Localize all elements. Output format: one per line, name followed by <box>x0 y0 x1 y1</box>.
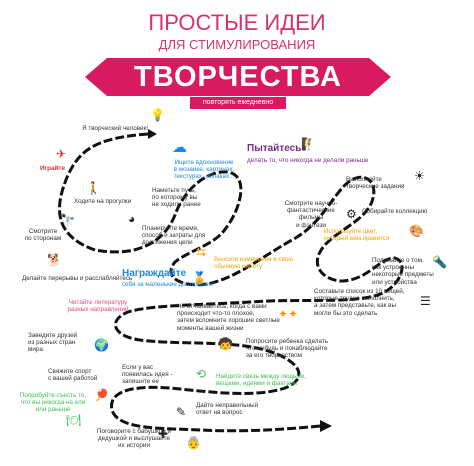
ask-child-text: Попросите ребенка сделать что-нибудь и п… <box>246 338 329 360</box>
idea-write-text: Если у вас появилась идея - запишите ее <box>122 364 173 386</box>
sun-bulb-icon: ☀ <box>414 169 425 183</box>
try-text: делать то, что никогда не делали раньше <box>247 157 369 164</box>
wrong-answer-text: Дайте неправильный ответ на вопрос <box>196 402 259 417</box>
plan-time-text: Планируйте время, способ и затраты для д… <box>142 225 206 247</box>
lightbulb-icon: 💡 <box>150 108 165 122</box>
medal-icon: 🏅 <box>192 271 207 285</box>
pie-chart-icon: ◕ <box>128 212 136 226</box>
pencil-icon: ✎ <box>176 405 187 419</box>
change-routine-text: Вносите изменения в свою обычную работу <box>214 256 294 271</box>
flashlight-icon: 🔦 <box>432 255 447 269</box>
try-new-food-text: Попробуйте съесть то, что вы никогда не … <box>19 392 87 414</box>
binoculars-icon: 🔭 <box>60 213 75 227</box>
arrow-head <box>320 420 332 432</box>
title-line-2: ДЛЯ СТИМУЛИРОВАНИЯ <box>158 37 316 52</box>
puzzle-icon: ✚ <box>158 427 169 441</box>
couple-icon: 👵 <box>186 436 201 450</box>
sci-fi-text: Смотрите научно- фантастические фильмы и… <box>284 200 338 229</box>
breaks-text: Делайте перерывы и расслабляйтесь <box>22 275 133 282</box>
creative-person-text: Я творческий человек! <box>82 125 148 132</box>
plate-icon: 🍽 <box>66 413 82 427</box>
start-arrow <box>148 129 157 139</box>
child-icon: 🧒 <box>218 337 233 351</box>
climber-icon: 🧗 <box>301 137 316 151</box>
subtitle-banner: повторять ежедневно <box>190 97 286 109</box>
reward-title: Награждайте <box>122 268 187 279</box>
globe-icon: 🌍 <box>94 338 109 352</box>
how-things-work-text: Подумайте о том, как устроенны некоторые… <box>372 257 434 286</box>
winding-road <box>58 132 404 433</box>
sport-text: Свяжите спорт с вашей работой <box>48 368 98 383</box>
gears-icon: ⚙ <box>346 207 357 221</box>
list-100-text: Составьте список из 10 вещей, которые тр… <box>314 288 405 317</box>
dont-despair-text: Не отчаивайтесь, когда с вами происходит… <box>177 303 280 332</box>
grandparents-text: Поговорите с бабушкой и дедушкой и выслу… <box>96 428 172 450</box>
walking-person-icon: 🚶 <box>86 181 101 195</box>
collection-text: Собирайте коллекцию <box>362 208 428 215</box>
title-line-1: ПРОСТЫЕ ИДЕИ <box>148 10 326 35</box>
title-banner: ТВОРЧЕСТВА <box>85 58 391 96</box>
reward-text: себя за маленькие достижения <box>122 281 214 288</box>
cloud-icon: ☁ <box>172 139 187 156</box>
paper-plane-icon: ✈ <box>56 147 67 161</box>
look-around-text: Смотрите по сторонам <box>24 228 62 243</box>
inspiration-text: Ищите вдохновение в мозаике, картинах, т… <box>173 159 235 181</box>
stars-icon: ✦✦ <box>278 307 299 321</box>
creative-tasks-text: Выполняйте творческие задания <box>346 176 405 191</box>
new-path-text: Наметьте путь, по которому вы не ходили … <box>152 187 201 209</box>
connections-text: Найдите связь между людьми, вещами, идея… <box>216 373 306 388</box>
read-text: Читайте литературу разных направлений <box>67 299 129 314</box>
dog-icon: 🐕 <box>47 253 62 267</box>
checklist-icon: ☰ <box>420 294 431 308</box>
friends-text: Заведите друзей из разных стран мира <box>28 332 78 354</box>
try-title: Пытайтесь <box>247 143 302 154</box>
signpost-icon: ⇆ <box>196 245 207 259</box>
walk-text: Ходите на прогулки <box>74 198 132 205</box>
use-color-text: Используйте цвет, который вам нравится <box>324 228 390 243</box>
play-text: Играйте <box>40 165 65 172</box>
palette-icon: 🎨 <box>409 224 424 238</box>
refresh-icon: ⟲ <box>196 367 207 381</box>
racket-icon: 🏓 <box>94 388 109 402</box>
